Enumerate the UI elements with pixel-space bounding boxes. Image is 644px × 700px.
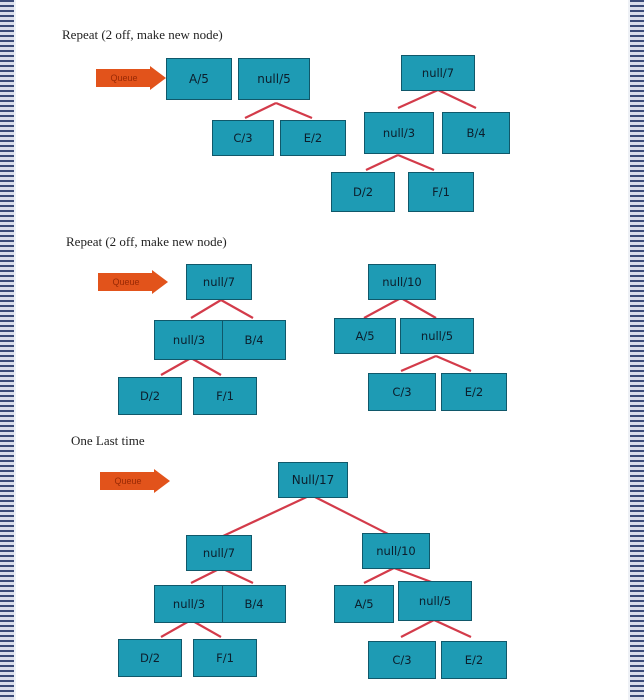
queue-arrow-2: Queue (98, 270, 170, 294)
tree-node-c3: C/3 (368, 641, 436, 679)
tree-node-null3: null/3 (364, 112, 434, 154)
tree-node-d2: D/2 (118, 639, 182, 677)
edge (400, 354, 437, 373)
queue-node-a5: A/5 (166, 58, 232, 100)
tree-node-c3: C/3 (212, 120, 274, 156)
edge (397, 88, 439, 110)
tree-node-a5: A/5 (334, 318, 396, 354)
edge (160, 357, 192, 376)
edge (433, 619, 472, 638)
edge (397, 153, 435, 172)
tree-node-null5: null/5 (400, 318, 474, 354)
edge (365, 154, 399, 171)
tree-node-f1: F/1 (408, 172, 474, 212)
tree-node-null10: null/10 (362, 533, 430, 569)
edge (220, 299, 254, 319)
tree-edges (160, 88, 477, 638)
edge (393, 566, 435, 585)
tree-node-e2: E/2 (441, 373, 507, 411)
tree-node-null3: null/3 (154, 320, 224, 360)
edge (220, 494, 312, 538)
tree-node-null5: null/5 (398, 581, 472, 621)
edge (363, 567, 395, 584)
tree-node-null7: null/7 (186, 264, 252, 300)
queue-arrow-3: Queue (100, 469, 172, 493)
tree-node-b4: B/4 (442, 112, 510, 154)
section-3-heading: One Last time (71, 433, 145, 448)
tree-node-e2: E/2 (441, 641, 507, 679)
edge (190, 299, 222, 319)
tree-node-null7: null/7 (401, 55, 475, 91)
edge (435, 354, 472, 373)
edge (363, 297, 402, 319)
edge (310, 494, 395, 538)
queue-arrow-1: Queue (96, 66, 168, 90)
section-2-heading: Repeat (2 off, make new node) (66, 234, 227, 249)
queue-label: Queue (112, 277, 140, 287)
tree-node-c3: C/3 (368, 373, 436, 411)
spiral-binding-left (0, 0, 14, 700)
edge (190, 357, 222, 376)
tree-node-b4: B/4 (222, 585, 286, 623)
edge (400, 297, 437, 319)
tree-node-null3: null/3 (154, 585, 224, 623)
edge (275, 101, 313, 120)
tree-node-null17: Null/17 (278, 462, 348, 498)
edge (244, 102, 277, 119)
tree-node-null10: null/10 (368, 264, 436, 300)
spiral-binding-right (630, 0, 644, 700)
tree-node-f1: F/1 (193, 377, 257, 415)
edge (437, 89, 477, 109)
tree-node-d2: D/2 (331, 172, 395, 212)
section-1-heading: Repeat (2 off, make new node) (62, 27, 223, 42)
tree-node-null7: null/7 (186, 535, 252, 571)
queue-node-null5: null/5 (238, 58, 310, 100)
tree-node-e2: E/2 (280, 120, 346, 156)
notebook-page: Repeat (2 off, make new node) Queue A/5 … (16, 0, 628, 700)
queue-label: Queue (110, 73, 138, 83)
tree-node-a5: A/5 (334, 585, 394, 623)
tree-node-d2: D/2 (118, 377, 182, 415)
tree-node-b4: B/4 (222, 320, 286, 360)
queue-label: Queue (114, 476, 142, 486)
tree-node-f1: F/1 (193, 639, 257, 677)
edge (400, 619, 435, 638)
